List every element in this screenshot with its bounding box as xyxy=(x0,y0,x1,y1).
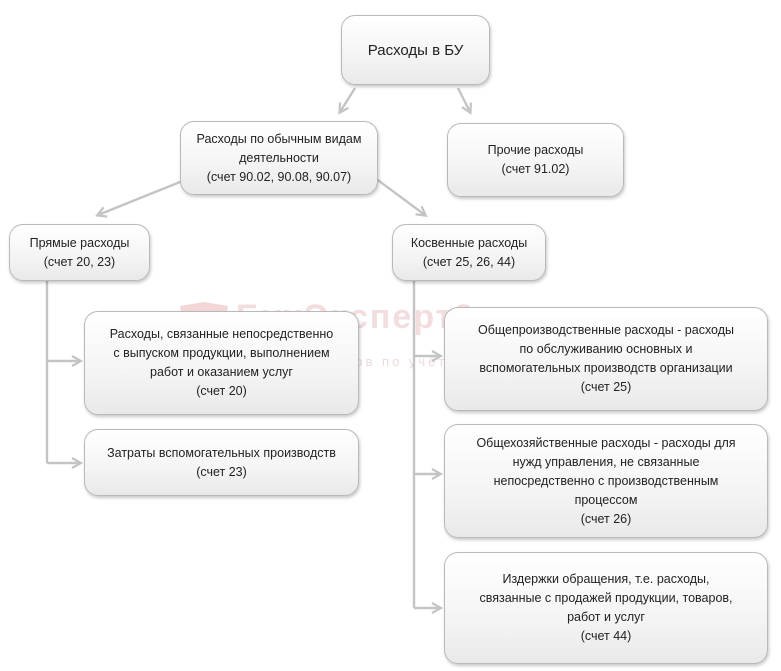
node-text: (счет 91.02) xyxy=(501,162,570,176)
arrow-ordinary-to-indirect xyxy=(374,177,425,215)
node-text: (счет 25) xyxy=(580,380,632,394)
node-indirect-selling-costs: Издержки обращения, т.е. расходы, связан… xyxy=(444,552,768,664)
node-text: с выпуском продукции, выполнением xyxy=(113,346,330,360)
node-text: (счет 23) xyxy=(196,464,247,479)
node-text: Прямые расходы xyxy=(29,235,130,250)
node-text: Издержки обращения, т.е. расходы, xyxy=(502,572,710,586)
node-direct-auxiliary: Затраты вспомогательных производств (сче… xyxy=(84,429,359,496)
node-text: Общепроизводственные расходы - расходы xyxy=(477,323,735,337)
node-text: Расходы, связанные непосредственно xyxy=(109,327,334,341)
node-text: Общехозяйственные расходы - расходы для xyxy=(476,435,736,450)
node-text: связанные с продажей продукции, товаров, xyxy=(479,591,733,605)
node-text: (счет 20) xyxy=(196,384,247,398)
node-direct-expenses: Прямые расходы (счет 20, 23) xyxy=(9,224,150,281)
node-text: нужд управления, не связанные xyxy=(512,454,700,469)
node-text: по обслуживанию основных и xyxy=(519,342,693,356)
node-text: процессом xyxy=(574,492,638,507)
node-text: (счет 90.02, 90.08, 90.07) xyxy=(206,169,352,184)
node-indirect-expenses: Косвенные расходы (счет 25, 26, 44) xyxy=(392,224,546,281)
node-text: Расходы по обычным видам xyxy=(196,131,362,146)
node-other-expenses: Прочие расходы (счет 91.02) xyxy=(447,123,624,197)
arrow-root-to-other xyxy=(456,87,470,112)
node-text: непосредственно с производственным xyxy=(493,473,719,488)
node-text: Затраты вспомогательных производств xyxy=(107,445,336,460)
node-text: вспомогательных производств организации xyxy=(479,361,733,375)
node-text: (счет 44) xyxy=(580,629,632,643)
node-text: (счет 26) xyxy=(580,511,632,526)
node-text: Прочие расходы xyxy=(487,143,584,157)
node-text: работ и услуг xyxy=(567,610,645,624)
arrow-ordinary-to-direct xyxy=(98,176,191,215)
node-ordinary-activities: Расходы по обычным видам деятельности (с… xyxy=(180,121,378,195)
node-text: деятельности xyxy=(239,150,319,165)
arrow-root-to-ordinary xyxy=(340,87,357,112)
node-root: Расходы в БУ xyxy=(341,15,490,85)
node-text: (счет 25, 26, 44) xyxy=(422,254,516,269)
node-text: Косвенные расходы xyxy=(410,235,528,250)
node-text: (счет 20, 23) xyxy=(43,254,116,269)
node-text: работ и оказанием услуг xyxy=(150,365,293,379)
node-indirect-production-overhead: Общепроизводственные расходы - расходы п… xyxy=(444,307,768,411)
node-root-label: Расходы в БУ xyxy=(367,41,464,59)
node-indirect-general-overhead: Общехозяйственные расходы - расходы для … xyxy=(444,424,768,538)
node-direct-main-production: Расходы, связанные непосредственно с вып… xyxy=(84,311,359,415)
